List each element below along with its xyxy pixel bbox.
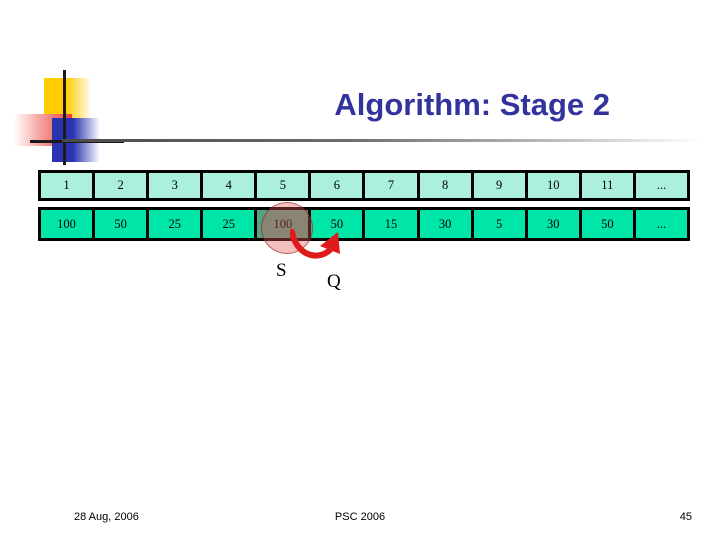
slide-title: Algorithm: Stage 2 (334, 87, 610, 122)
logo-yellow-square (44, 78, 92, 118)
title-divider-rule (62, 139, 702, 142)
index-cell: 9 (473, 173, 528, 198)
value-cell-selected: 100 (257, 210, 312, 238)
value-cell: 15 (365, 210, 420, 238)
index-cell: 4 (203, 173, 258, 198)
value-cell: ... (635, 210, 687, 238)
value-cell: 25 (203, 210, 258, 238)
label-q: Q (327, 271, 341, 292)
index-cell: 2 (95, 173, 150, 198)
footer-event: PSC 2006 (334, 511, 386, 523)
slide-footer: 28 Aug, 2006 PSC 2006 45 (0, 511, 720, 531)
decorative-logo (14, 70, 124, 165)
index-cell: ... (635, 173, 687, 198)
value-cell: 50 (311, 210, 366, 238)
footer-page-number: 45 (679, 511, 692, 523)
index-cell: 10 (527, 173, 582, 198)
value-cell: 25 (149, 210, 204, 238)
index-cell: 5 (257, 173, 312, 198)
value-cell: 5 (473, 210, 528, 238)
value-cell: 100 (41, 210, 96, 238)
index-cell: 3 (149, 173, 204, 198)
value-cell: 30 (419, 210, 474, 238)
value-cell: 50 (581, 210, 636, 238)
index-cell: 8 (419, 173, 474, 198)
value-cell: 50 (95, 210, 150, 238)
value-cell: 30 (527, 210, 582, 238)
index-cell: 6 (311, 173, 366, 198)
index-cell: 11 (581, 173, 636, 198)
index-cell: 1 (41, 173, 96, 198)
label-s: S (276, 260, 287, 281)
logo-vertical-bar (63, 70, 66, 165)
footer-date: 28 Aug, 2006 (74, 511, 139, 523)
index-cell: 7 (365, 173, 420, 198)
